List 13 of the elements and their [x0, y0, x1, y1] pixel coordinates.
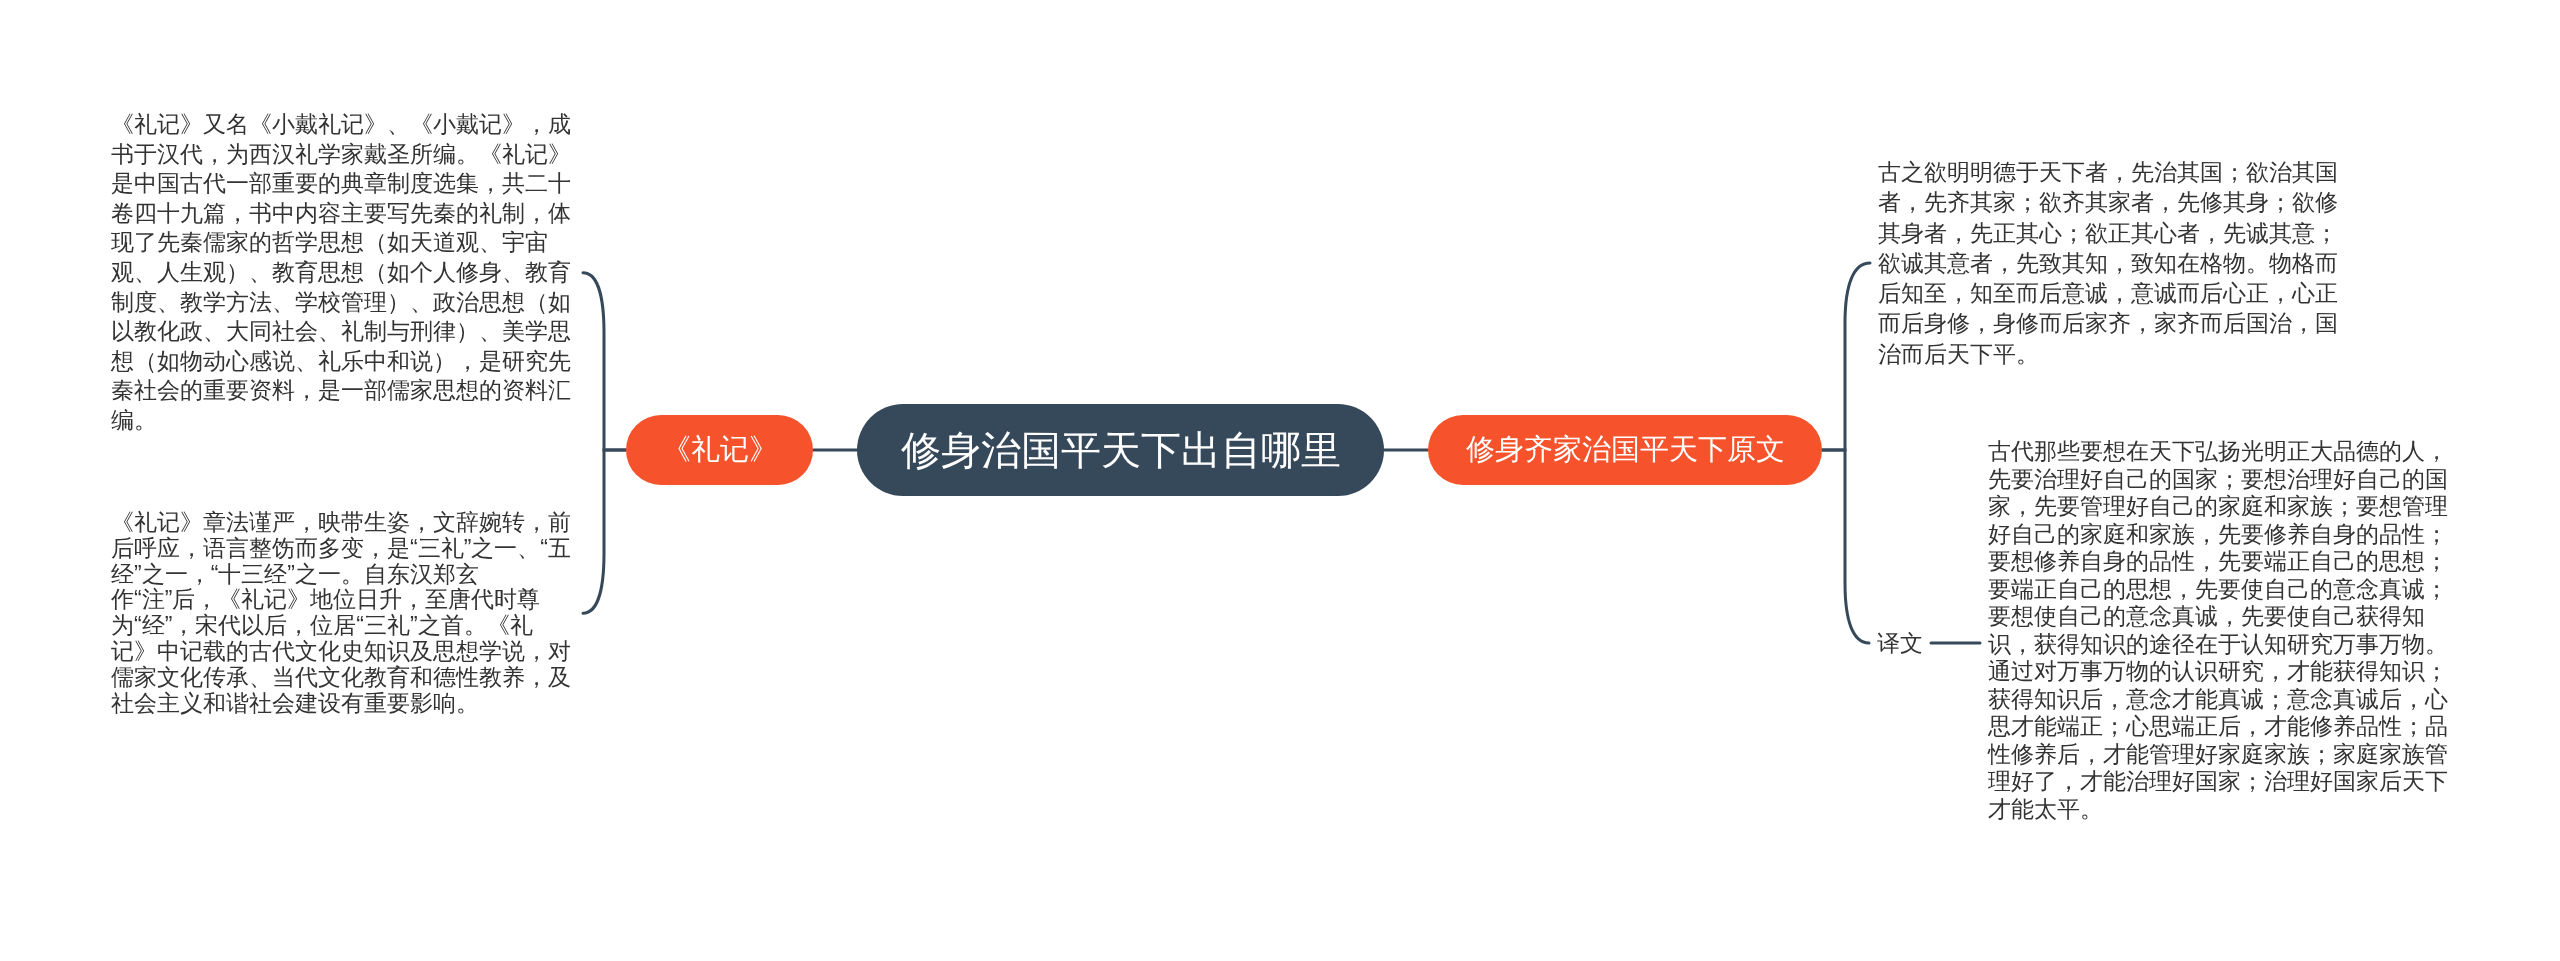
topic-pill: 修身治国平天下出自哪里 — [857, 404, 1384, 496]
branch-pill: 修身齐家治国平天下原文 — [1428, 415, 1822, 485]
connector-line — [1820, 448, 1871, 645]
note-text: 古之欲明明德于天下者，先治其国；欲治其国者，先齐其家；欲齐其家者，先修其身；欲修其身者，先正其心；欲正其心者，先诚其意；欲诚其意者，先致其知，致知在格物。物格而后知至，知至而后意诚，意诚而后心正，心正而后身修，身修而后家齐，家齐而后国治，国治而后天下平。 — [1878, 157, 2340, 370]
connector-line — [811, 448, 859, 452]
note-text: 《礼记》又名《小戴礼记》、《小戴记》，成书于汉代，为西汉礼学家戴圣所编。《礼记》是中国古代一部重要的典章制度选集，共二十卷四十九篇，书中内容主要写先秦的礼制，体现了先秦儒家的哲学思想（如天道观、宇宙观、人生观）、教育思想（如个人修身、教育制度、教学方法、学校管理）、政治思想（如以教化政、大同社会、礼制与刑律）、美学思想（如物动心感说、礼乐中和说），是研究先秦社会的重要资料，是一部儒家思想的资料汇编。 — [111, 110, 575, 436]
branch-pill: 《礼记》 — [626, 415, 813, 485]
connector-line — [581, 448, 628, 615]
branch-label: 译文 — [1877, 628, 1923, 658]
connector-line — [1929, 641, 1982, 645]
note-text: 古代那些要想在天下弘扬光明正大品德的人，先要治理好自己的国家；要想治理好自己的国家，先要管理好自己的家庭和家族；要想管理好自己的家庭和家族，先要修养自身的品性；要想修养自身的品性，先要端正自己的思想；要端正自己的思想，先要使自己的意念真诚；要想使自己的意念真诚，先要使自己获得知识，获得知识的途径在于认知研究万事万物。通过对万事万物的认识研究，才能获得知识；获得知识后，意念才能真诚；意念真诚后，心思才能端正；心思端正后，才能修养品性；品性修养后，才能管理好家庭家族；家庭家族管理好了，才能治理好国家；治理好国家后天下才能太平。 — [1988, 438, 2452, 823]
connector-line — [1382, 448, 1430, 452]
note-text: 《礼记》章法谨严，映带生姿，文辞婉转，前后呼应，语言整饬而多变，是“三礼”之一、“五经”之一，“十三经”之一。自东汉郑玄作“注”后，《礼记》地位日升，至唐代时尊为“经”，宋代以后，位居“三礼”之首。《礼记》中记载的古代文化史知识及思想学说，对儒家文化传承、当代文化教育和德性教养，及社会主义和谐社会建设有重要影响。 — [111, 510, 575, 717]
